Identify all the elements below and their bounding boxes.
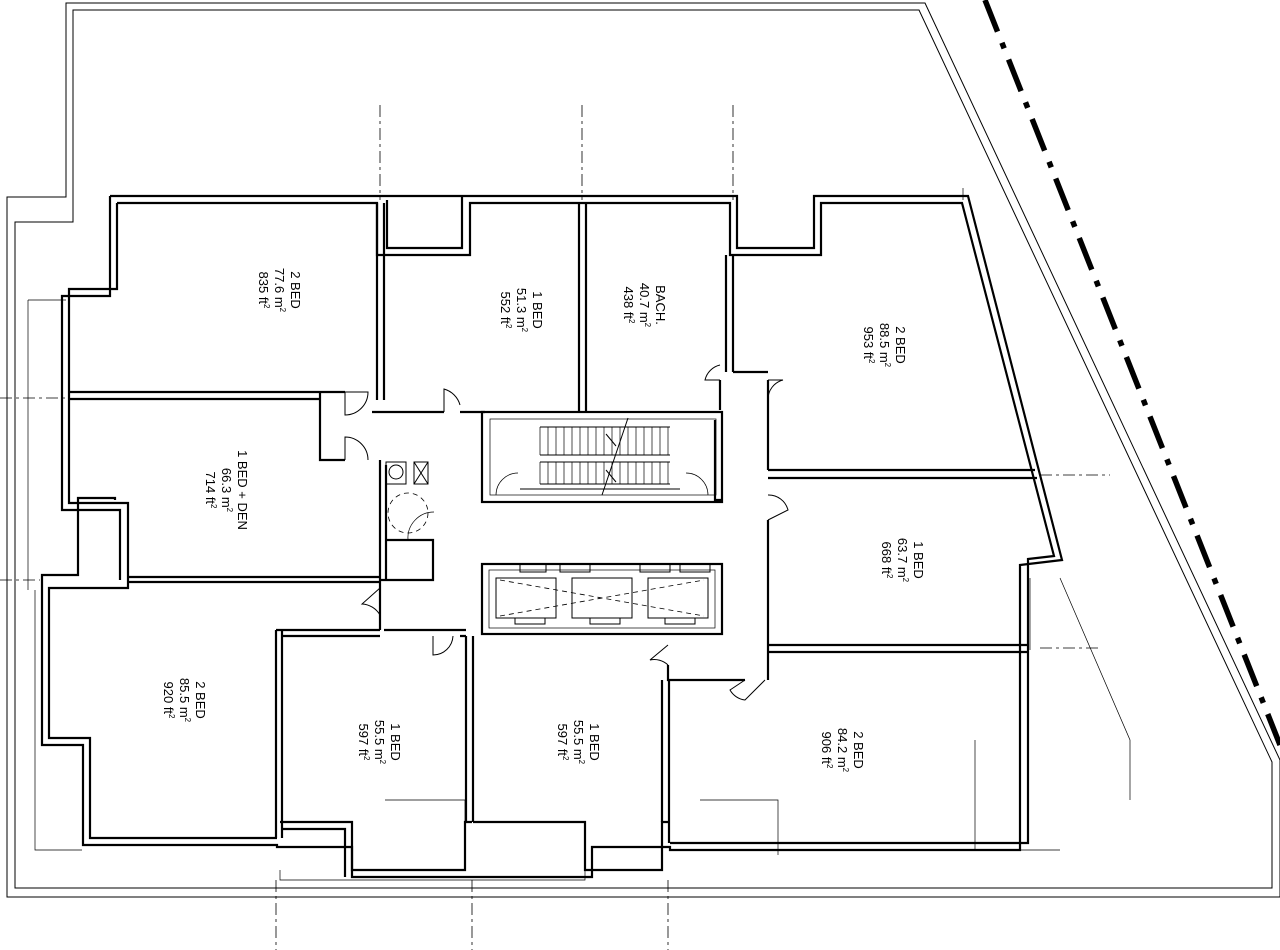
svg-text:597 ft2: 597 ft2	[555, 724, 570, 762]
svg-text:714 ft2: 714 ft2	[203, 472, 218, 510]
grid-lines	[0, 105, 1110, 950]
svg-text:552 ft2: 552 ft2	[498, 292, 513, 330]
svg-text:668 ft2: 668 ft2	[879, 542, 894, 580]
unit-labels: 2 BED 77.6 m2 835 ft2 1 BED 51.3 m2 552 …	[161, 268, 926, 773]
unit-2bed-ne: 2 BED 88.5 m2 953 ft2	[861, 323, 908, 368]
svg-text:1 BED: 1 BED	[388, 723, 403, 761]
svg-text:55.5 m2: 55.5 m2	[372, 720, 387, 765]
property-line	[982, 0, 1280, 747]
unit-1bed-s1: 1 BED 55.5 m2 597 ft2	[356, 720, 403, 765]
doors	[344, 364, 789, 701]
unit-2bed-nw: 2 BED 77.6 m2 835 ft2	[256, 268, 303, 313]
svg-text:2 BED: 2 BED	[851, 731, 866, 769]
unit-2bed-se: 2 BED 84.2 m2 906 ft2	[819, 728, 866, 773]
svg-text:77.6 m2: 77.6 m2	[272, 268, 287, 313]
svg-text:63.7 m2: 63.7 m2	[895, 538, 910, 583]
svg-text:2 BED: 2 BED	[288, 271, 303, 309]
svg-text:88.5 m2: 88.5 m2	[877, 323, 892, 368]
svg-text:2 BED: 2 BED	[193, 681, 208, 719]
svg-text:BACH.: BACH.	[653, 285, 668, 325]
svg-text:1 BED: 1 BED	[911, 541, 926, 579]
unit-bach: BACH. 40.7 m2 438 ft2	[621, 283, 668, 328]
svg-text:906 ft2: 906 ft2	[819, 732, 834, 770]
svg-text:438 ft2: 438 ft2	[621, 287, 636, 325]
svg-text:953 ft2: 953 ft2	[861, 327, 876, 365]
stair-core	[480, 410, 724, 504]
elevator-core	[480, 562, 724, 636]
svg-text:85.5 m2: 85.5 m2	[177, 678, 192, 723]
unit-1bed-den: 1 BED + DEN 66.3 m2 714 ft2	[203, 450, 250, 530]
svg-text:51.3 m2: 51.3 m2	[514, 288, 529, 333]
unit-1bed-s2: 1 BED 55.5 m2 597 ft2	[555, 720, 602, 765]
svg-text:55.5 m2: 55.5 m2	[571, 720, 586, 765]
svg-text:40.7 m2: 40.7 m2	[637, 283, 652, 328]
svg-text:66.3 m2: 66.3 m2	[219, 468, 234, 513]
svg-text:1 BED + DEN: 1 BED + DEN	[235, 450, 250, 530]
svg-text:835 ft2: 835 ft2	[256, 272, 271, 310]
exterior-wall	[40, 194, 1064, 879]
svg-text:84.2 m2: 84.2 m2	[835, 728, 850, 773]
svg-text:2 BED: 2 BED	[893, 326, 908, 364]
svg-text:1 BED: 1 BED	[587, 723, 602, 761]
svg-text:1 BED: 1 BED	[530, 291, 545, 329]
unit-2bed-sw: 2 BED 85.5 m2 920 ft2	[161, 678, 208, 723]
svg-text:597 ft2: 597 ft2	[356, 724, 371, 762]
interior-walls	[69, 203, 1037, 843]
svg-text:920 ft2: 920 ft2	[161, 682, 176, 720]
unit-1bed-e: 1 BED 63.7 m2 668 ft2	[879, 538, 926, 583]
site-boundary	[6, 2, 1280, 898]
unit-1bed-n1: 1 BED 51.3 m2 552 ft2	[498, 288, 545, 333]
service-room	[385, 461, 435, 541]
